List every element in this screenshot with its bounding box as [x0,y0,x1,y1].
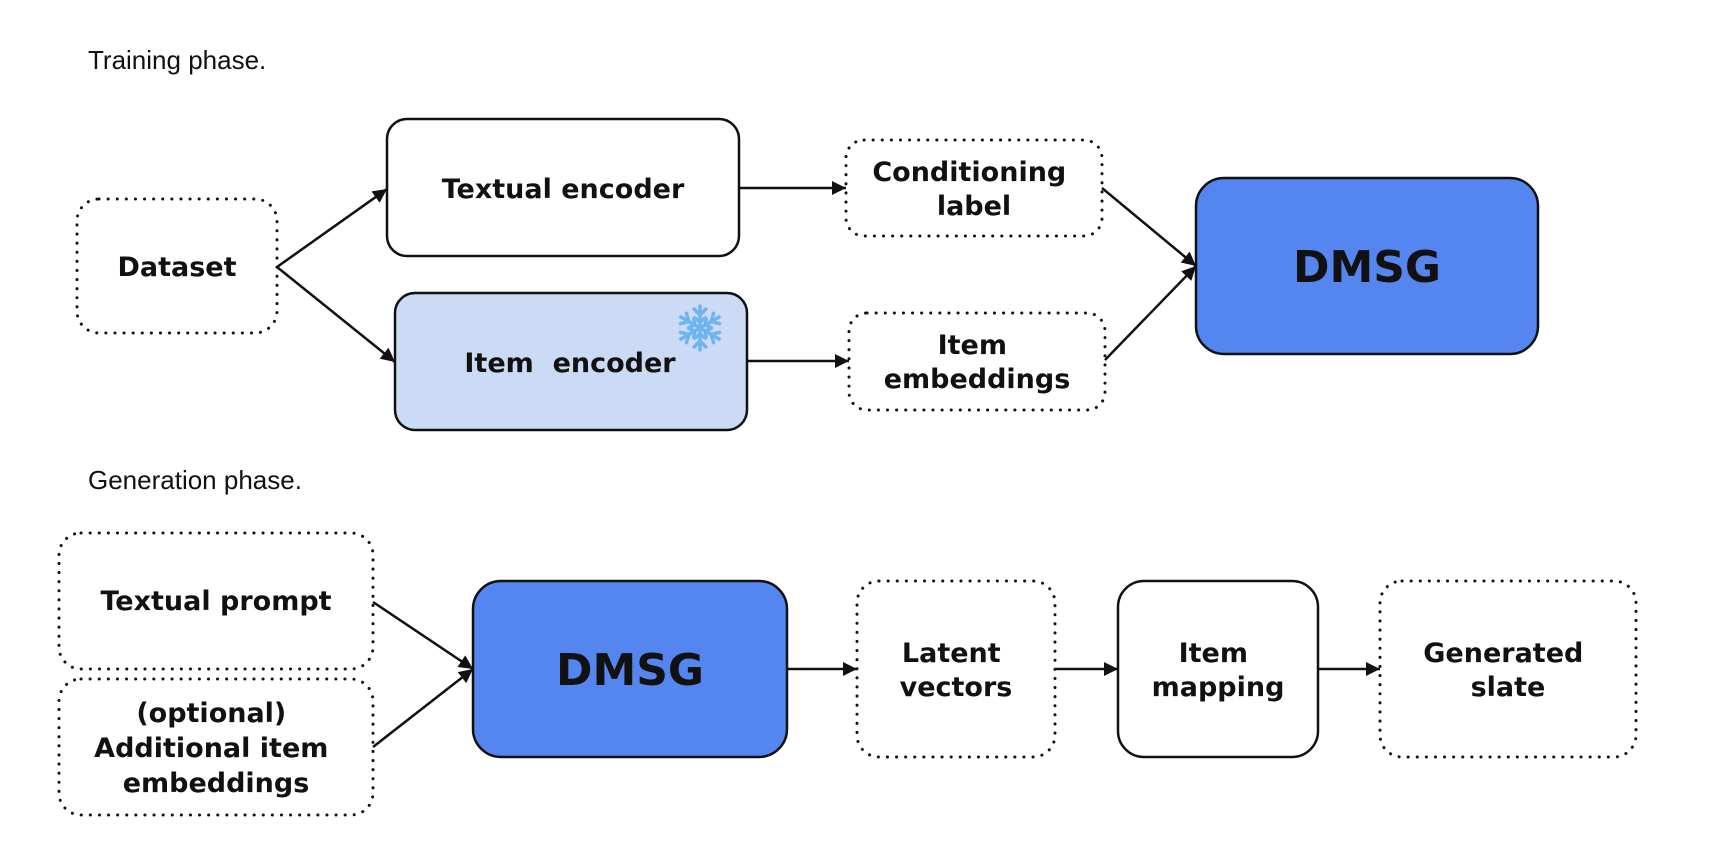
item-mapping-node: Item mapping [1116,579,1320,759]
latent-vectors-node: Latent vectors [855,579,1057,759]
edge-additional-dmsg [372,668,474,748]
edge-prompt-dmsg [372,600,474,671]
additional-embeddings-node: (optional) Additional item embeddings [57,677,375,817]
dataset-node: Dataset [75,197,279,335]
item-embeddings-text: Item embeddings [884,330,1071,395]
conditioning-label-node: Conditioning label [844,138,1104,238]
additional-embeddings-text: (optional) Additional item embeddings [94,698,338,799]
edge-dataset-item-encoder [276,266,396,363]
dmsg-generation-node: DMSG [471,579,789,759]
conditioning-label-text: Conditioning label [872,157,1075,222]
item-mapping-text: Item mapping [1152,638,1285,703]
textual-encoder-node: Textual encoder [385,117,741,258]
item-encoder-label: Item encoder [464,348,676,379]
snowflake-icon [678,304,722,352]
latent-vectors-text: Latent vectors [900,638,1013,703]
training-edges [276,181,1197,368]
edge-dataset-textual-encoder [276,187,388,269]
edge-conditioning-dmsg [1101,187,1197,267]
textual-encoder-label: Textual encoder [442,174,685,205]
textual-prompt-node: Textual prompt [57,531,375,671]
dmsg-training-label: DMSG [1293,242,1441,293]
dmsg-training-node: DMSG [1194,176,1540,356]
generated-slate-text: Generated slate [1423,638,1593,703]
generation-phase-title: Generation phase. [88,465,302,495]
textual-prompt-label: Textual prompt [100,586,331,617]
dataset-label: Dataset [117,252,236,283]
item-encoder-node: Item encoder [393,291,749,432]
item-embeddings-node: Item embeddings [847,311,1107,412]
edge-embeddings-dmsg [1104,265,1197,361]
generation-edges [372,600,1380,748]
generated-slate-node: Generated slate [1378,579,1638,759]
dmsg-generation-label: DMSG [556,645,704,696]
training-phase-title: Training phase. [88,45,266,75]
